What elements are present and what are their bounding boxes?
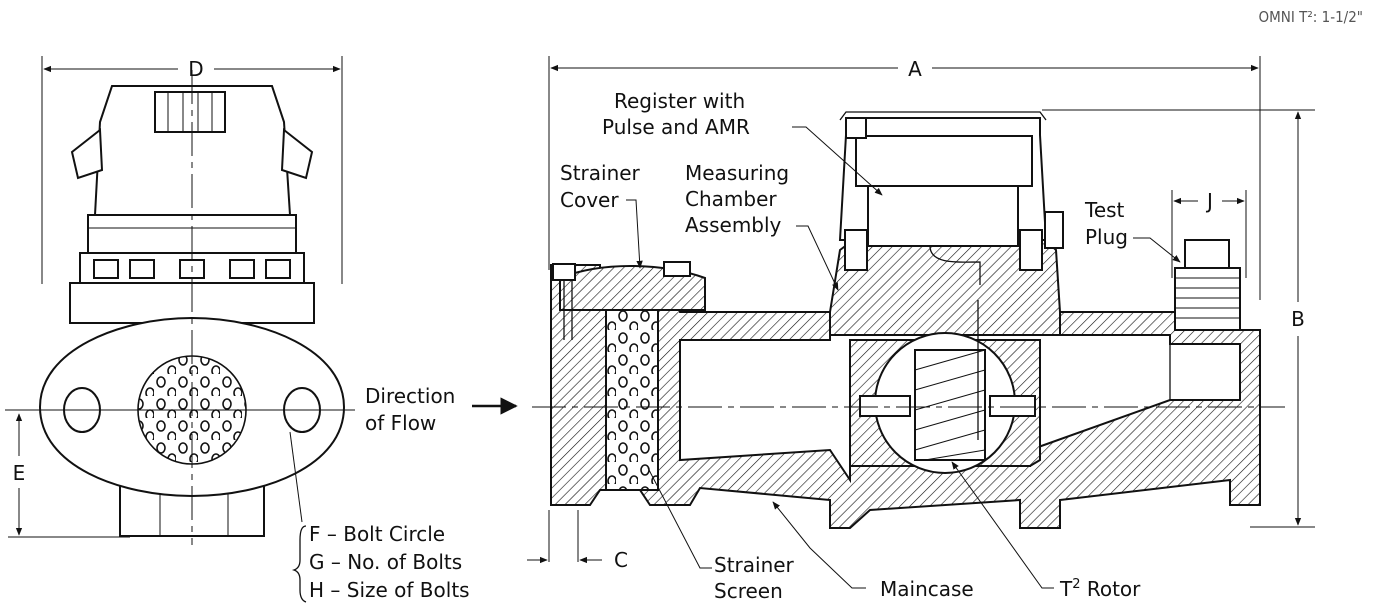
label-strainer-screen-2: Screen (714, 579, 783, 603)
dim-c-label: C (614, 548, 628, 572)
test-plug-cap (1184, 239, 1230, 271)
label-of-flow: of Flow (365, 411, 436, 435)
rotor-bearing-right (989, 395, 1036, 417)
strainer-screen (605, 309, 659, 491)
strainer-cover (559, 265, 706, 311)
model-header: OMNI T²: 1-1/2" (1259, 8, 1363, 26)
label-test-plug-1: Test (1084, 198, 1125, 222)
label-rotor: T2 Rotor (1059, 577, 1141, 601)
register-latch (154, 91, 226, 133)
leader-register (792, 126, 883, 196)
label-register-1: Register with (614, 89, 745, 113)
flow-annotation: Direction of Flow (365, 384, 518, 435)
label-direction: Direction (365, 384, 455, 408)
dim-a-label: A (908, 57, 922, 81)
label-strainer-cover-2: Cover (560, 188, 619, 212)
pulse-wire (929, 245, 981, 285)
chamber-bolt-right (1019, 229, 1043, 271)
dim-d-label: D (188, 57, 203, 81)
leader-strainer-cover (626, 199, 643, 269)
cover-bolt-left (552, 263, 576, 281)
bolt-leader (289, 431, 303, 523)
rotor-blades (914, 349, 986, 461)
register-ear-left (70, 128, 104, 180)
register-display (855, 135, 1033, 187)
end-view: D E F – (5, 56, 470, 603)
label-register-2: Pulse and AMR (602, 115, 750, 139)
register-lid-edge (839, 111, 1047, 121)
test-plug-threads (1175, 277, 1240, 319)
label-test-plug-2: Plug (1085, 225, 1128, 249)
label-chamber-1: Measuring (685, 161, 789, 185)
register-screw (1044, 211, 1064, 249)
dim-j-label: J (1205, 189, 1213, 213)
leader-maincase (772, 501, 866, 589)
leader-test-plug (1133, 237, 1181, 263)
rotor-bearing-left (859, 395, 911, 417)
leader-chamber (796, 225, 839, 291)
leader-strainer-screen (647, 467, 712, 569)
dim-e-label: E (13, 461, 26, 485)
label-size-of-bolts: H – Size of Bolts (309, 578, 470, 602)
leader-rotor (951, 461, 1054, 589)
section-view: A B C J (527, 56, 1315, 603)
t2-rotor (914, 349, 986, 461)
label-no-of-bolts: G – No. of Bolts (309, 550, 462, 574)
label-strainer-screen-1: Strainer (714, 553, 795, 577)
label-chamber-2: Chamber (685, 187, 777, 211)
label-maincase: Maincase (880, 577, 974, 601)
dim-b-label: B (1291, 307, 1305, 331)
register-hinge (845, 117, 867, 139)
label-bolt-circle: F – Bolt Circle (309, 522, 445, 546)
test-plug-thread (1174, 267, 1241, 331)
cover-bolt-right (663, 261, 691, 277)
label-chamber-3: Assembly (685, 213, 782, 237)
label-strainer-cover-1: Strainer (560, 161, 641, 185)
register-body (867, 185, 1019, 247)
bolt-brace (291, 525, 307, 603)
chamber-bolt-left (844, 229, 868, 271)
register-ear-right (280, 128, 314, 180)
